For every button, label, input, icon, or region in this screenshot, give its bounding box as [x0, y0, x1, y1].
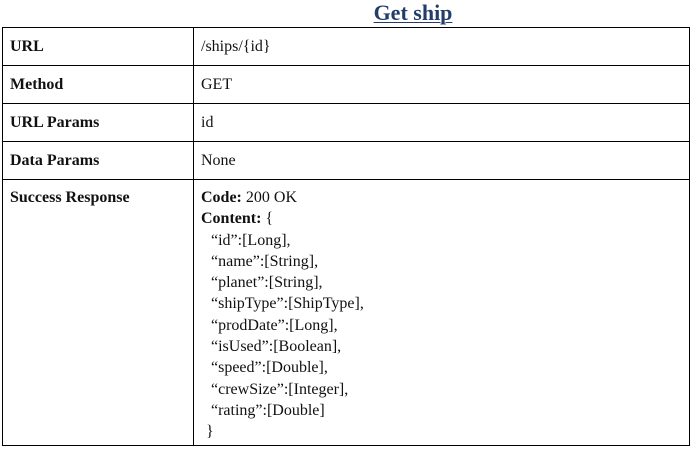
- response-content-line: Content: {: [201, 208, 689, 229]
- row-value-url: /ships/{id}: [193, 27, 690, 66]
- row-key-url: URL: [2, 27, 194, 66]
- response-field: “shipType”:[ShipType],: [211, 295, 364, 313]
- response-field: “prodDate”:[Long],: [211, 316, 338, 334]
- response-content-label: Content:: [201, 210, 262, 228]
- table-row-url: URL /ships/{id}: [2, 27, 690, 66]
- response-code-value: 200 OK: [245, 189, 297, 206]
- response-field: “rating”:[Double]: [211, 401, 325, 419]
- table-row-method: Method GET: [2, 65, 690, 104]
- row-value-success-response: Code: 200 OK Content: { “id”:[Long], “na…: [193, 179, 690, 446]
- page-title-wrap: Get ship: [0, 0, 696, 26]
- response-open-brace: {: [265, 210, 274, 228]
- table-row-success-response: Success Response Code: 200 OK Content: {…: [2, 179, 690, 446]
- row-key-url-params: URL Params: [2, 103, 194, 142]
- response-field: “planet”:[String],: [211, 274, 323, 292]
- row-value-method: GET: [193, 65, 690, 104]
- response-code-line: Code: 200 OK: [201, 187, 689, 208]
- response-field: “speed”:[Double],: [211, 359, 328, 377]
- row-value-data-params: None: [193, 141, 690, 180]
- row-key-method: Method: [2, 65, 194, 104]
- response-field: “isUsed”:[Boolean],: [211, 338, 342, 356]
- response-field: “crewSize”:[Integer],: [211, 380, 349, 398]
- page-title: Get ship: [373, 0, 453, 25]
- table-row-url-params: URL Params id: [2, 103, 690, 142]
- response-field: “id”:[Long],: [211, 231, 291, 249]
- response-field: “name”:[String],: [211, 252, 319, 270]
- row-key-success-response: Success Response: [2, 179, 194, 446]
- table-row-data-params: Data Params None: [2, 141, 690, 180]
- api-spec-table: URL /ships/{id} Method GET URL Params id…: [2, 27, 690, 446]
- row-value-url-params: id: [193, 103, 690, 142]
- response-code-label: Code:: [201, 189, 242, 206]
- row-key-data-params: Data Params: [2, 141, 194, 180]
- response-close-brace: }: [206, 423, 214, 441]
